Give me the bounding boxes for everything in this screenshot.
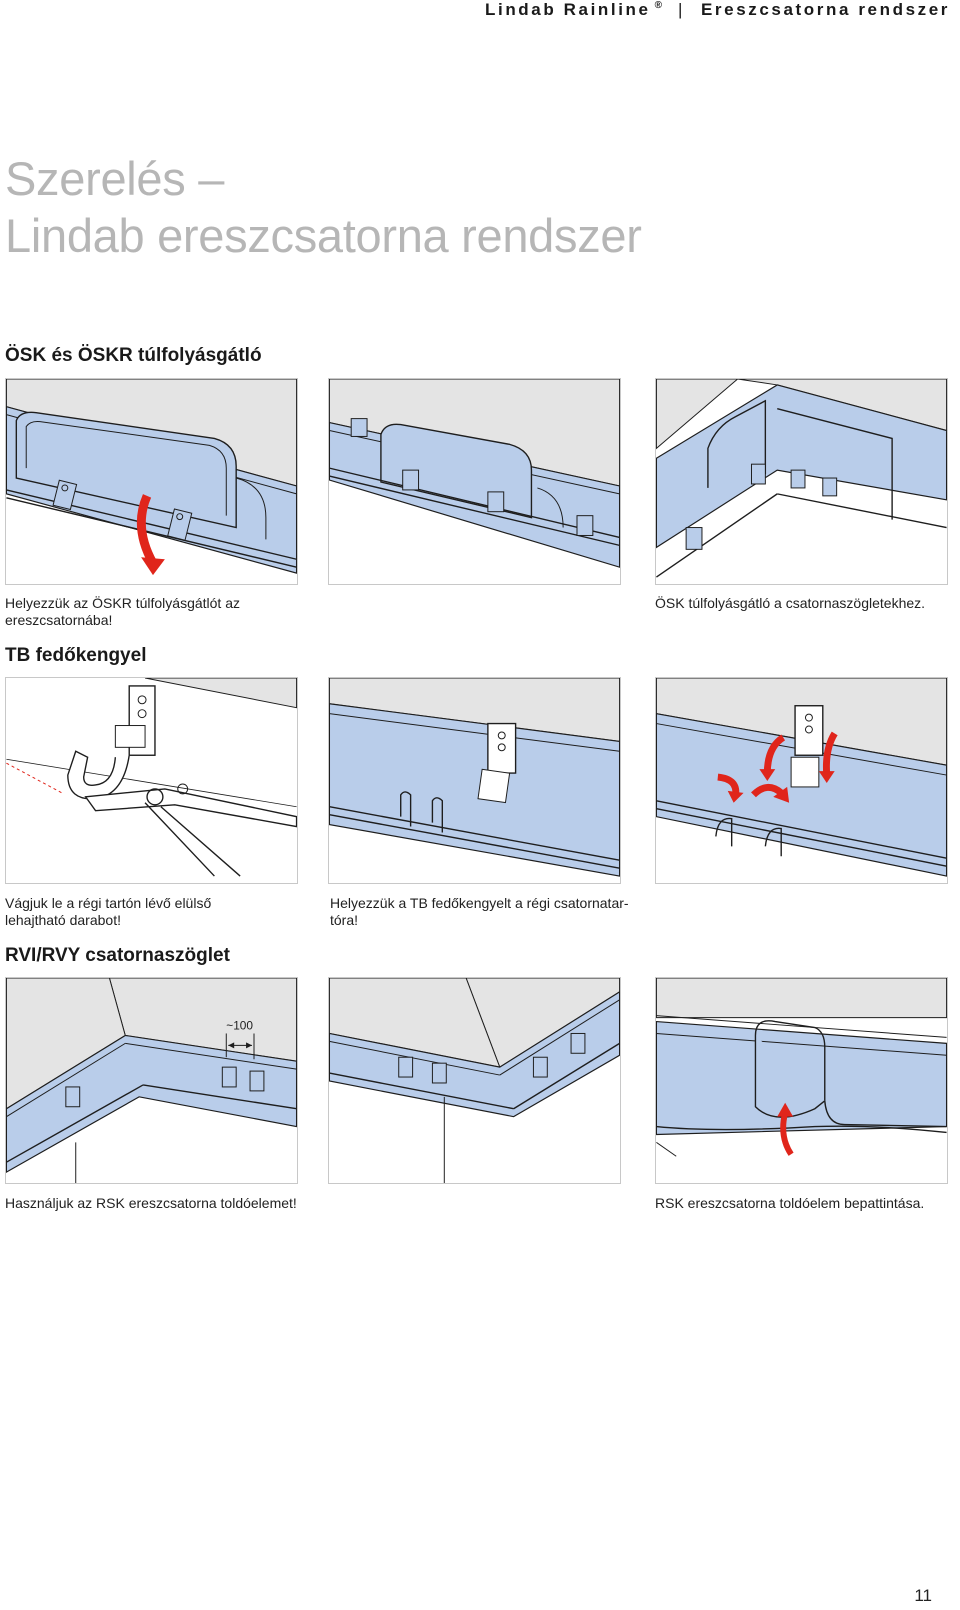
caption-tb-place: Helyezzük a TB fedőkengyelt a régi csato…	[330, 895, 629, 928]
caption-rsk-use: Használjuk az RSK ereszcsatorna toldóele…	[5, 1195, 297, 1211]
section-heading-tb: TB fedőkengyel	[5, 645, 147, 666]
section-heading-osk: ÖSK és ÖSKR túlfolyásgátló	[5, 345, 262, 366]
registered-mark: ®	[654, 0, 662, 11]
title-line-2: Lindab ereszcsatorna rendszer	[5, 209, 642, 262]
header-section: Ereszcsatorna rendszer	[700, 0, 950, 19]
caption-cut-bracket: Vágjuk le a régi tartón lévő elülső leha…	[5, 895, 212, 928]
illustration-rvy-corner	[328, 977, 621, 1184]
page-title: Szerelés – Lindab ereszcsatorna rendszer	[5, 150, 642, 264]
dimension-label: ~100	[226, 1018, 253, 1032]
page-number: 11	[914, 1586, 932, 1605]
brand-name: Lindab Rainline	[485, 0, 651, 19]
caption-osk-corner: ÖSK túlfolyásgátló a csatornaszögletekhe…	[655, 595, 926, 611]
title-line-1: Szerelés –	[5, 152, 225, 205]
illustration-rvi-corner: ~100	[5, 977, 298, 1184]
illustration-cut-bracket	[5, 677, 298, 884]
caption-oskr-insert: Helyezzük az ÖSKR túlfolyásgátlót az ere…	[5, 595, 240, 628]
illustration-rsk-snap	[655, 977, 948, 1184]
illustration-tb-place	[328, 677, 621, 884]
running-header: Lindab Rainline® | Ereszcsatorna rendsze…	[485, 0, 950, 22]
illustration-oskr-insert	[5, 378, 298, 585]
header-separator: |	[677, 0, 685, 19]
caption-rsk-snap: RSK ereszcsatorna toldóelem bepattintása…	[655, 1195, 925, 1211]
illustration-oskr-installed	[328, 378, 621, 585]
section-heading-rvi: RVI/RVY csatornaszöglet	[5, 945, 230, 966]
illustration-osk-corner	[655, 378, 948, 585]
illustration-tb-snap	[655, 677, 948, 884]
